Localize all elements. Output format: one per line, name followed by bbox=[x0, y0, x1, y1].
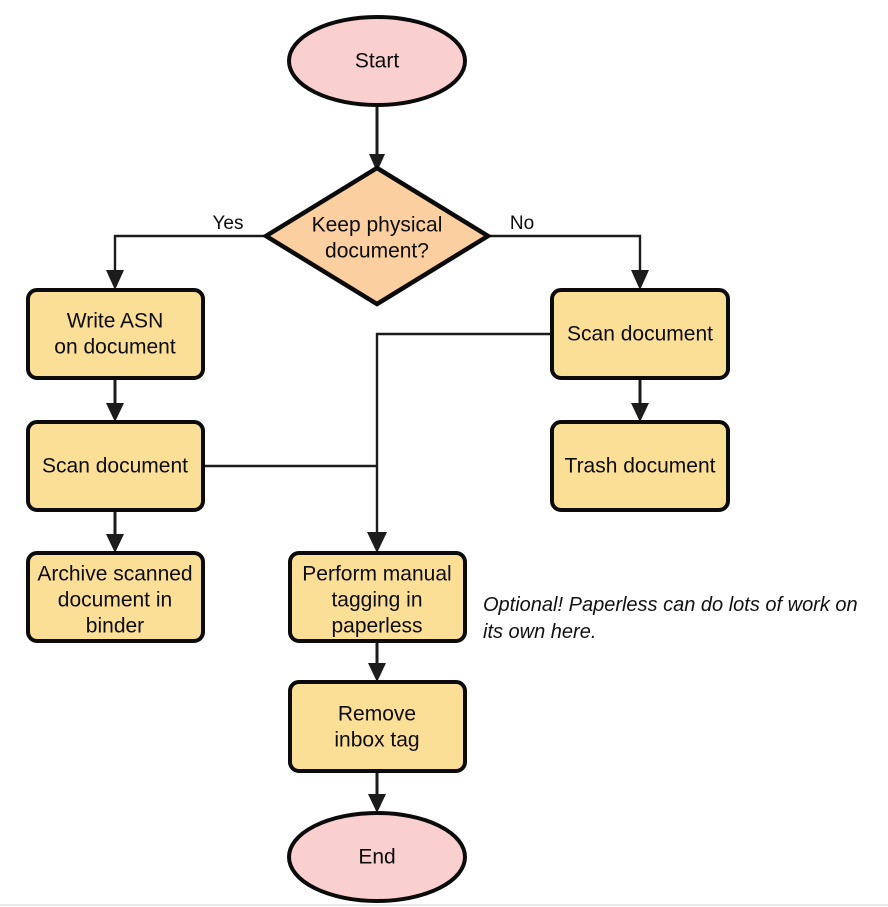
node-scan-document-left[interactable]: Scan document bbox=[26, 420, 205, 512]
start-ellipse bbox=[287, 15, 467, 107]
trash-document-box bbox=[550, 420, 730, 512]
tagging-label-line3: paperless bbox=[331, 615, 422, 638]
write-asn-label-line1: Write ASN bbox=[67, 310, 163, 333]
annotation-line2: its own here. bbox=[483, 621, 596, 643]
tagging-label-line2: tagging in bbox=[331, 589, 422, 612]
archive-label-line3: binder bbox=[86, 615, 144, 638]
arrowhead-tagging bbox=[367, 532, 387, 553]
arrowhead-trash bbox=[631, 403, 649, 422]
remove-inbox-box bbox=[288, 680, 467, 773]
connector-layer bbox=[106, 104, 649, 813]
scan-document-left-box bbox=[26, 420, 205, 512]
connector-no-branch bbox=[490, 234, 642, 276]
end-ellipse bbox=[287, 811, 467, 903]
arrowhead-end bbox=[368, 794, 386, 813]
arrowhead-decision-top bbox=[369, 154, 385, 172]
node-write-asn[interactable]: Write ASN on document bbox=[26, 288, 205, 380]
arrowhead-remove-inbox bbox=[368, 663, 386, 682]
node-scan-document-right[interactable]: Scan document bbox=[550, 288, 730, 380]
trash-document-label: Trash document bbox=[565, 455, 716, 478]
scan-document-left-label: Scan document bbox=[42, 455, 188, 478]
arrowhead-scan-right bbox=[631, 270, 649, 290]
arrowhead-scan-left bbox=[106, 403, 124, 422]
edge-label-yes: Yes bbox=[213, 213, 244, 234]
write-asn-box bbox=[26, 288, 205, 380]
remove-inbox-label-line2: inbox tag bbox=[334, 729, 419, 752]
node-remove-inbox-tag[interactable]: Remove inbox tag bbox=[288, 680, 467, 773]
decision-diamond bbox=[261, 165, 493, 307]
archive-box bbox=[26, 551, 205, 643]
archive-label-line1: Archive scanned bbox=[37, 563, 192, 586]
decision-label-line1: Keep physical bbox=[312, 214, 443, 237]
node-perform-manual-tagging[interactable]: Perform manual tagging in paperless bbox=[288, 551, 467, 643]
connector-yes-branch bbox=[113, 234, 264, 276]
end-label: End bbox=[358, 846, 395, 869]
node-start[interactable]: Start bbox=[287, 15, 467, 107]
write-asn-label-line2: on document bbox=[54, 336, 176, 359]
remove-inbox-label-line1: Remove bbox=[338, 703, 416, 726]
annotation-line1: Optional! Paperless can do lots of work … bbox=[483, 594, 858, 616]
node-decision-keep-physical-document[interactable]: Keep physical document? bbox=[261, 165, 493, 307]
node-end[interactable]: End bbox=[287, 811, 467, 903]
scan-document-right-label: Scan document bbox=[567, 323, 713, 346]
arrowhead-archive bbox=[106, 534, 124, 553]
node-archive-scanned-document[interactable]: Archive scanned document in binder bbox=[26, 551, 205, 643]
tagging-box bbox=[288, 551, 467, 643]
start-label: Start bbox=[355, 50, 400, 73]
archive-label-line2: document in bbox=[58, 589, 172, 612]
edge-label-no: No bbox=[510, 213, 534, 234]
arrowhead-write-asn bbox=[106, 270, 124, 290]
decision-label-line2: document? bbox=[325, 240, 429, 263]
node-trash-document[interactable]: Trash document bbox=[550, 420, 730, 512]
connector-scan-right-to-tagging bbox=[375, 332, 552, 540]
tagging-label-line1: Perform manual bbox=[302, 563, 451, 586]
scan-document-right-box bbox=[550, 288, 730, 380]
annotation-note: Optional! Paperless can do lots of work … bbox=[483, 594, 858, 643]
